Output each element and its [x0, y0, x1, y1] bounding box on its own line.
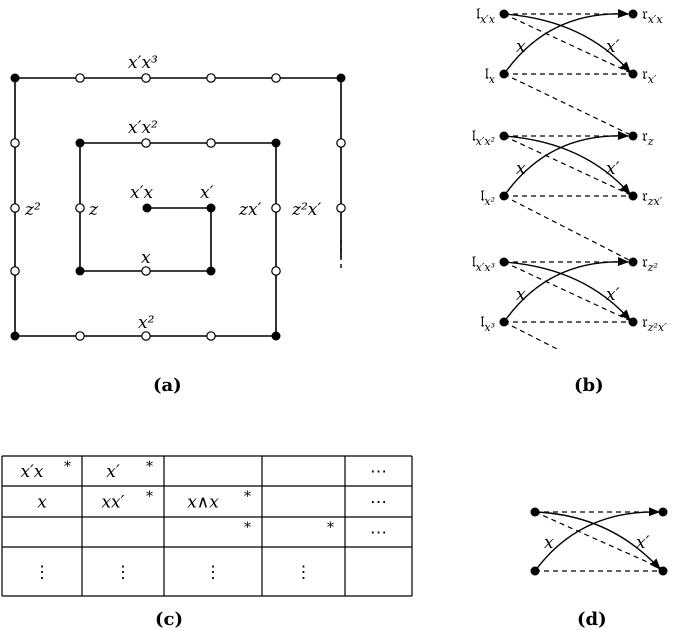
- table-star-r2-c3: *: [244, 489, 251, 505]
- b-label-left-bottom: 𝔩x²: [480, 186, 495, 208]
- table-cell-r2-c3: x∧x: [187, 493, 219, 513]
- b-group-3: 𝔩x′x³ 𝔩x³ 𝔯z² 𝔯z²x′ x x′: [472, 252, 667, 351]
- b-arrow-label-x: x: [516, 159, 526, 179]
- table-star-r3-c3: *: [244, 520, 251, 536]
- table-cells: x′x * x′ * ⋯ x xx′ * x∧x * ⋯ * * ⋯ ⋮ ⋮ ⋮ ⋮: [20, 459, 387, 583]
- panel-a: x′x³ x′x² x′x x′ x x² z² z zx′ z²x′ (a): [10, 53, 346, 396]
- b-label-right-bottom: 𝔯x′: [642, 64, 657, 86]
- label-x: x: [141, 248, 151, 268]
- table-star-r2-c2: *: [146, 489, 153, 505]
- b-label-left-top: 𝔩x′x²: [472, 126, 495, 148]
- d-arrow-label-xp: x′: [636, 533, 650, 553]
- spiral-midpoints: [10, 73, 346, 341]
- caption-c: (c): [155, 609, 183, 630]
- label-z2xp: z²x′: [291, 200, 321, 220]
- spiral-corners: [10, 73, 346, 341]
- caption-a: (a): [153, 375, 182, 396]
- table-cell-r2-c2: xx′: [101, 493, 124, 513]
- label-zxp: zx′: [238, 200, 262, 220]
- table-cell-r1-c5: ⋯: [370, 462, 387, 482]
- table-cell-r3-c5: ⋯: [370, 523, 387, 543]
- table-grid: [1, 455, 413, 597]
- label-xpx: x′x: [130, 183, 153, 203]
- d-arrow-label-x: x: [544, 533, 554, 553]
- label-xp: x′: [200, 183, 214, 203]
- b-label-right-bottom: 𝔯zx′: [642, 186, 663, 208]
- b-label-right-top: 𝔯x′x: [642, 4, 663, 26]
- table-cell-r4-c2: ⋮: [115, 563, 132, 583]
- table-star-r1-c2: *: [146, 459, 153, 475]
- caption-b: (b): [574, 375, 604, 396]
- table-cell-r4-c1: ⋮: [34, 563, 51, 583]
- b-label-left-bottom: 𝔩x: [485, 64, 496, 86]
- b-label-left-top: 𝔩x′x³: [472, 252, 495, 274]
- caption-d: (d): [577, 609, 607, 630]
- b-label-right-top: 𝔯z: [642, 126, 654, 148]
- b-label-left-bottom: 𝔩x³: [480, 312, 495, 334]
- b-arrow-label-xp: x′: [606, 159, 620, 179]
- b-label-right-bottom: 𝔯z²x′: [642, 312, 667, 334]
- table-star-r3-c4: *: [327, 520, 334, 536]
- b-label-right-top: 𝔯z²: [642, 252, 658, 274]
- b-arrow-label-x: x: [516, 37, 526, 57]
- label-z2: z²: [24, 200, 41, 220]
- table-cell-r1-c2: x′: [106, 462, 120, 482]
- panel-c: x′x * x′ * ⋯ x xx′ * x∧x * ⋯ * * ⋯ ⋮ ⋮ ⋮ ⋮ (c): [1, 455, 413, 630]
- b-label-left-top: 𝔩x′x: [476, 4, 496, 26]
- table-star-r1-c1: *: [64, 459, 71, 475]
- label-xpx3: x′x³: [128, 53, 158, 73]
- b-arrow-label-xp: x′: [606, 37, 620, 57]
- table-cell-r1-c1: x′x: [20, 462, 43, 482]
- table-cell-r4-c3: ⋮: [205, 563, 222, 583]
- table-cell-r2-c5: ⋯: [370, 493, 387, 513]
- table-cell-r2-c1: x: [37, 493, 47, 513]
- table-cell-r4-c4: ⋮: [295, 563, 312, 583]
- label-x2: x²: [138, 313, 155, 333]
- label-z: z: [88, 200, 99, 220]
- b-arrow-label-xp: x′: [606, 285, 620, 305]
- b-group-2: 𝔩x′x² 𝔩x² 𝔯z 𝔯zx′ x x′: [472, 126, 663, 263]
- b-arrow-label-x: x: [516, 285, 526, 305]
- label-xpx2: x′x²: [128, 118, 158, 138]
- panel-d: x x′ (d): [530, 507, 668, 630]
